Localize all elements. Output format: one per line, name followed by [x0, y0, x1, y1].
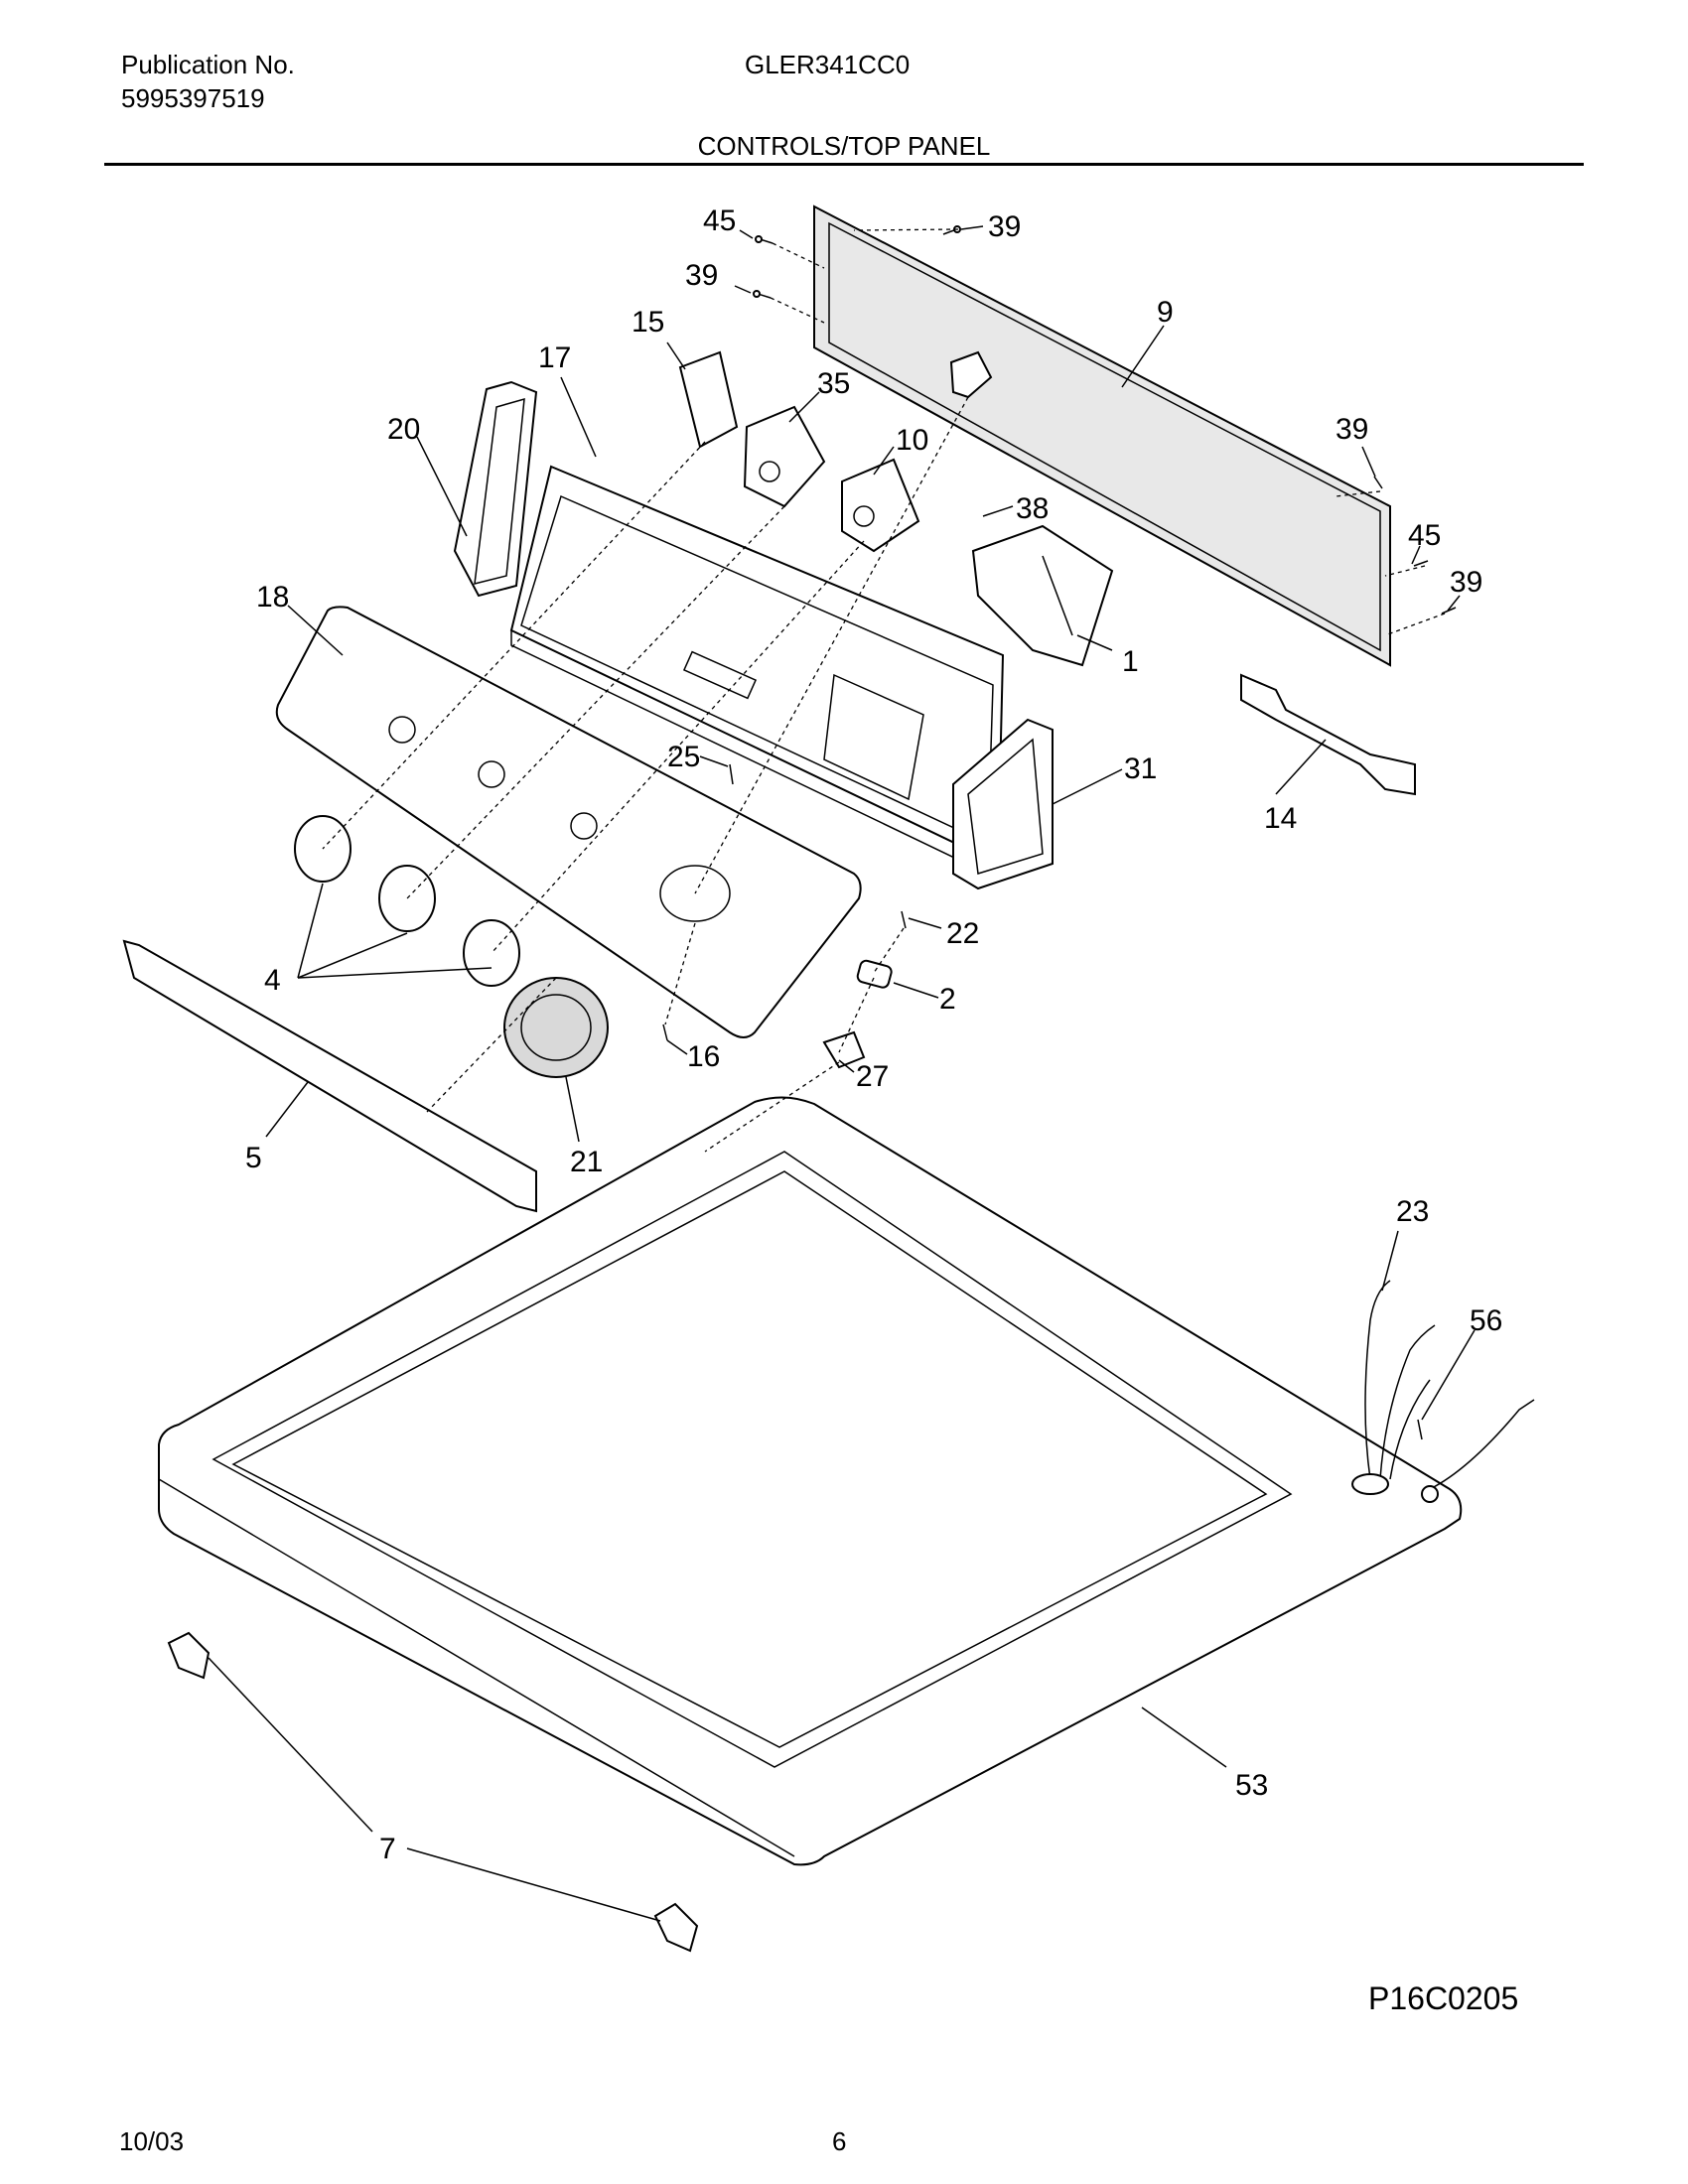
callout-39: 39: [1336, 413, 1368, 446]
part-7-clips: [167, 1631, 699, 1953]
part-4-knobs: [294, 815, 520, 987]
callout-23: 23: [1396, 1195, 1429, 1228]
callout-22: 22: [946, 917, 979, 950]
callout-15: 15: [632, 306, 664, 339]
part-9-rear-panel: [813, 205, 1391, 667]
callout-14: 14: [1264, 802, 1297, 835]
dashed-alignment-lines: [322, 228, 1446, 1153]
callout-21: 21: [570, 1146, 603, 1178]
part-56-ground-wire: [1417, 1399, 1535, 1503]
callout-labels: 45 39 39 9 15 17 35 10 20 39 38 45 39 18…: [245, 205, 1502, 1865]
callout-45: 45: [1408, 519, 1441, 552]
header-rule: [104, 163, 1584, 166]
section-title: CONTROLS/TOP PANEL: [697, 131, 991, 161]
part-10-switch-block: [841, 458, 920, 553]
callout-38: 38: [1016, 492, 1049, 525]
callout-39: 39: [685, 259, 718, 292]
callout-18: 18: [256, 581, 289, 614]
publication-label: Publication No.: [121, 50, 295, 79]
callout-39: 39: [1450, 566, 1482, 599]
part-5-trim-strip: [122, 939, 537, 1213]
callout-27: 27: [856, 1060, 889, 1093]
callout-25: 25: [667, 741, 700, 773]
callout-10: 10: [896, 424, 928, 457]
part-38-bracket: [949, 350, 993, 399]
callout-16: 16: [687, 1040, 720, 1073]
callout-53: 53: [1235, 1769, 1268, 1802]
callout-56: 56: [1470, 1304, 1502, 1337]
small-parts: [662, 763, 907, 1069]
callout-2: 2: [939, 983, 956, 1016]
callout-4: 4: [264, 964, 281, 997]
model-number: GLER341CC0: [745, 50, 911, 79]
leader-lines: [208, 225, 1476, 1922]
callout-1: 1: [1122, 645, 1139, 678]
part-35-timer: [743, 405, 826, 508]
drawing-code: P16C0205: [1368, 1980, 1519, 2016]
part-21-large-knob: [503, 977, 609, 1078]
callout-35: 35: [817, 367, 850, 400]
footer-date: 10/03: [119, 2126, 185, 2156]
publication-number: 5995397519: [121, 83, 265, 113]
footer-page-number: 6: [832, 2126, 847, 2156]
part-15-module: [678, 350, 739, 449]
callout-20: 20: [387, 413, 420, 446]
part-14-strap: [1240, 673, 1416, 796]
callout-7: 7: [379, 1833, 396, 1865]
callout-9: 9: [1157, 296, 1174, 329]
part-18-panel-overlay: [275, 606, 862, 1038]
part-53-top-cover: [158, 1096, 1463, 1866]
part-23-wire-harness: [1351, 1280, 1436, 1495]
part-1-harness-block: [971, 524, 1114, 667]
callout-17: 17: [538, 341, 571, 374]
part-31-right-end-cap: [952, 718, 1054, 890]
callout-45: 45: [703, 205, 736, 237]
part-20-left-end-cap: [453, 380, 538, 598]
callout-39: 39: [988, 210, 1021, 243]
callout-5: 5: [245, 1142, 262, 1174]
callout-31: 31: [1124, 752, 1157, 785]
